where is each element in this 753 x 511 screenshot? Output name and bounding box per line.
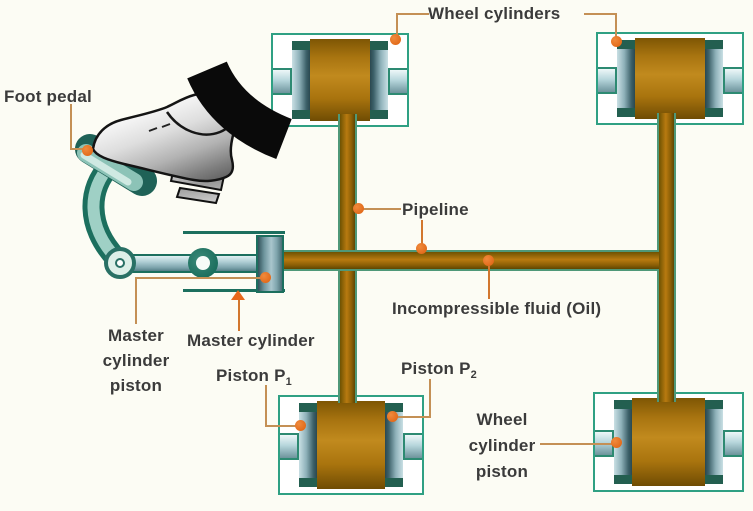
label-wheel-cylinders: Wheel cylinders <box>428 4 561 23</box>
connector-wheel-cylinder-piston <box>540 443 613 445</box>
label-subscript: 1 <box>285 376 292 388</box>
pedal-arm <box>82 155 127 269</box>
push-rod-eye-ring <box>104 247 136 279</box>
wheel-cylinder-top-left <box>271 33 409 127</box>
connector-dot-master-cylinder-piston <box>260 272 271 283</box>
wheel-piston-right <box>705 40 723 117</box>
connector-dot-wheel-cylinder-left <box>390 34 401 45</box>
wheel-piston-left <box>299 403 317 487</box>
wheel-piston-left <box>614 400 632 484</box>
connector-master-cylinder-piston <box>135 277 137 324</box>
connector-dot-foot-pedal <box>82 145 93 156</box>
wheel-piston-right <box>370 41 388 119</box>
label-subscript: 2 <box>470 369 477 381</box>
label-line: Wheel <box>476 410 528 429</box>
connector-foot-pedal <box>70 104 72 150</box>
piston-rod-right <box>723 430 742 457</box>
piston-rod-left <box>273 68 292 95</box>
label-master-cylinder-piston: Master cylinder piston <box>86 323 186 398</box>
shoe <box>91 91 239 183</box>
connector-wheel-cylinders-left <box>396 13 398 37</box>
cylinder-fluid-body <box>632 398 705 486</box>
label-piston-p1: Piston P1 <box>216 366 292 392</box>
label-wheel-cylinder-piston: Wheel cylinder piston <box>452 407 552 485</box>
piston-rod-right <box>403 433 422 460</box>
connector-wheel-cylinders-right <box>615 13 617 39</box>
piston-rod-left <box>280 433 299 460</box>
push-rod-ball-joint <box>188 248 218 278</box>
label-text: Piston P <box>216 366 286 385</box>
label-line: piston <box>109 376 163 395</box>
connector-dot-pipeline-main-pipe <box>416 243 427 254</box>
wheel-cylinder-top-right <box>596 32 744 125</box>
wheel-piston-left <box>292 41 310 119</box>
connector-wheel-cylinders-left <box>397 13 429 15</box>
connector-master-cylinder-piston <box>135 277 263 279</box>
piston-rod-right <box>388 68 407 95</box>
wheel-piston-right <box>385 403 403 487</box>
label-foot-pedal: Foot pedal <box>4 87 92 106</box>
connector-wheel-cylinders-right <box>584 13 617 15</box>
connector-piston-p1 <box>265 385 267 427</box>
wheel-piston-left <box>617 40 635 117</box>
connector-foot-pedal <box>70 148 84 150</box>
label-line: Master <box>107 326 164 345</box>
connector-pipeline-down <box>421 220 423 246</box>
piston-rod-right <box>723 66 742 94</box>
cylinder-fluid-body <box>310 39 370 121</box>
master-cylinder-piston-part <box>256 235 284 293</box>
cylinder-fluid-body <box>317 401 385 489</box>
master-cylinder-wall-top <box>183 231 285 234</box>
piston-rod-left <box>598 66 617 94</box>
connector-piston-p1 <box>265 425 298 427</box>
connector-dot-piston-p2 <box>387 411 398 422</box>
label-incompressible-fluid: Incompressible fluid (Oil) <box>392 299 602 318</box>
pipe-vertical-right <box>657 113 676 402</box>
wheel-cylinder-bottom-left <box>278 395 424 495</box>
connector-dot-pipeline-vertical-pipe <box>353 203 364 214</box>
connector-dot-incompressible-fluid <box>483 255 494 266</box>
eye-ring-hole <box>115 258 125 268</box>
pedal-pad <box>75 134 157 196</box>
ball-joint-hole <box>196 256 210 270</box>
arrow-up-master-cylinder <box>231 290 245 300</box>
wheel-piston-right <box>705 400 723 484</box>
label-text: Piston P <box>401 359 471 378</box>
label-piston-p2: Piston P2 <box>401 359 477 385</box>
connector-pipeline <box>363 208 401 210</box>
label-line: piston <box>475 462 529 481</box>
cylinder-fluid-body <box>635 38 705 119</box>
connector-dot-wheel-cylinder-right <box>611 36 622 47</box>
label-line: cylinder <box>468 436 536 455</box>
connector-dot-wheel-cylinder-piston <box>611 437 622 448</box>
label-line: cylinder <box>102 351 170 370</box>
connector-piston-p2 <box>396 416 431 418</box>
connector-piston-p2 <box>429 379 431 418</box>
shoe-heel <box>169 166 226 205</box>
label-master-cylinder: Master cylinder <box>187 331 315 350</box>
connector-dot-piston-p1 <box>295 420 306 431</box>
connector-master-cylinder <box>238 299 240 331</box>
connector-incompressible-fluid <box>488 266 490 299</box>
pipe-horizontal-main <box>283 250 659 271</box>
label-pipeline: Pipeline <box>402 200 469 219</box>
